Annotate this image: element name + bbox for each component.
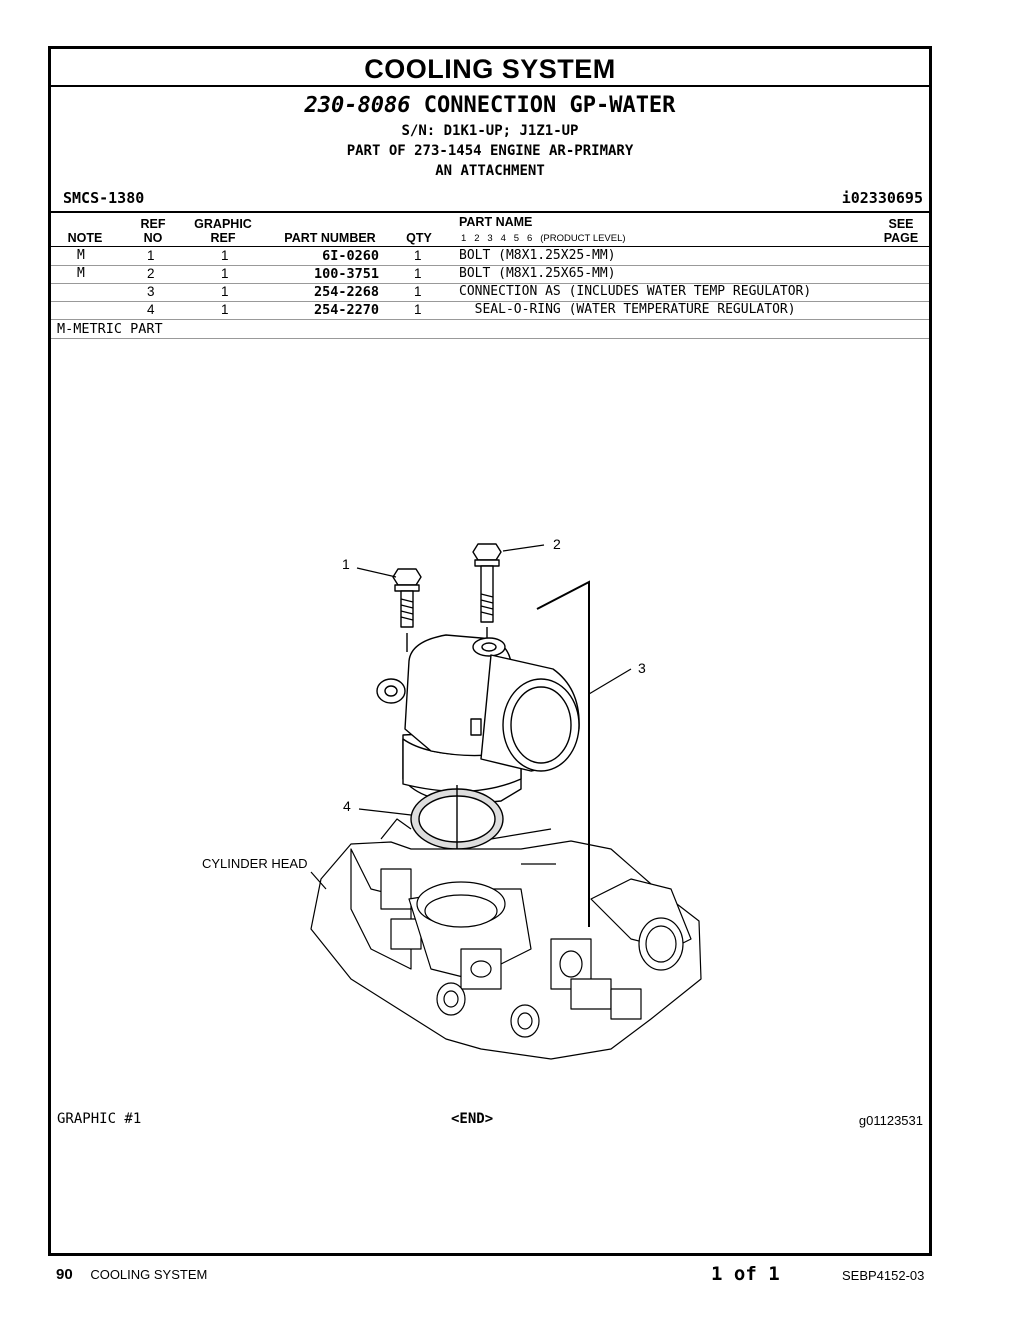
bolt-1 <box>392 568 422 652</box>
row-part-name: BOLT (M8X1.25X65-MM) <box>459 266 616 281</box>
row-ref-no: 3 <box>147 284 155 299</box>
end-label: <END> <box>451 1111 494 1127</box>
row-rule <box>51 283 929 284</box>
row-part-name: CONNECTION AS (INCLUDES WATER TEMP REGUL… <box>459 284 812 299</box>
row-graphic-ref: 1 <box>221 302 229 317</box>
footer-section: COOLING SYSTEM <box>90 1267 208 1282</box>
header-ref-1: REF <box>140 217 166 231</box>
cylinder-head-label: CYLINDER HEAD <box>202 856 307 871</box>
row-note: M <box>77 248 85 263</box>
callout-4: 4 <box>343 798 351 814</box>
attachment: AN ATTACHMENT <box>435 163 545 179</box>
section-title: COOLING SYSTEM <box>51 49 929 87</box>
exploded-view-diagram: 1 2 3 4 CYLINDER HEAD <box>202 536 702 1060</box>
header-see-2: PAGE <box>883 231 919 245</box>
footer-left: 90 COOLING SYSTEM <box>56 1266 207 1283</box>
serial-range: S/N: D1K1-UP; J1Z1-UP <box>401 123 579 139</box>
row-rule <box>51 301 929 302</box>
row-ref-no: 4 <box>147 302 155 317</box>
row-part-number: 254-2268 <box>313 284 379 300</box>
group-number: 230-8086 <box>304 93 411 118</box>
graphic-label: GRAPHIC #1 <box>57 1111 142 1127</box>
row-part-number: 254-2270 <box>313 302 379 318</box>
row-qty: 1 <box>414 266 422 281</box>
row-rule <box>51 319 929 320</box>
header-ref-2: NO <box>143 231 163 245</box>
row-note: M <box>77 266 85 281</box>
page-frame: COOLING SYSTEM 230-8086 CONNECTION GP-WA… <box>48 46 932 1256</box>
row-rule <box>51 265 929 266</box>
row-part-number: 100-3751 <box>313 266 379 282</box>
row-qty: 1 <box>414 302 422 317</box>
row-graphic-ref: 1 <box>221 266 229 281</box>
leader-cylinder-head <box>310 871 327 890</box>
row-ref-no: 1 <box>147 248 155 263</box>
callout-2: 2 <box>553 536 561 552</box>
row-graphic-ref: 1 <box>221 248 229 263</box>
footer-doc-id: SEBP4152-03 <box>842 1268 925 1283</box>
callout-3: 3 <box>638 660 646 676</box>
leader-3 <box>588 668 632 695</box>
metric-note: M-METRIC PART <box>57 321 163 337</box>
group-title: 230-8086 CONNECTION GP-WATER <box>51 93 929 118</box>
header-product-level: 1 2 3 4 5 6 (PRODUCT LEVEL) <box>461 233 626 244</box>
leader-1 <box>356 567 397 578</box>
table-top-rule <box>51 211 929 213</box>
footer-page-of: 1 of 1 <box>711 1263 780 1285</box>
leader-4 <box>358 808 412 816</box>
header-see-1: SEE <box>888 217 914 231</box>
note-rule <box>51 338 929 339</box>
callout-1: 1 <box>342 556 350 572</box>
row-part-number: 6I-0260 <box>322 248 379 264</box>
row-part-name: SEAL-O-RING (WATER TEMPERATURE REGULATOR… <box>459 302 796 317</box>
row-part-name: BOLT (M8X1.25X25-MM) <box>459 248 616 263</box>
illustration-id: i02330695 <box>841 189 923 207</box>
row-qty: 1 <box>414 284 422 299</box>
row-ref-no: 2 <box>147 266 155 281</box>
row-qty: 1 <box>414 248 422 263</box>
header-graphic-1: GRAPHIC <box>194 217 252 231</box>
part-of: PART OF 273-1454 ENGINE AR-PRIMARY <box>346 143 634 159</box>
header-qty: QTY <box>406 231 432 245</box>
header-part-name: PART NAME <box>459 215 533 229</box>
header-graphic-2: REF <box>210 231 236 245</box>
smcs-code: SMCS-1380 <box>63 189 145 207</box>
cylinder-head <box>310 818 702 1060</box>
water-connection <box>376 634 580 804</box>
header-part-number: PART NUMBER <box>284 231 376 245</box>
graphic-id: g01123531 <box>858 1113 923 1128</box>
header-bottom-rule <box>51 246 929 247</box>
leader-2 <box>502 544 545 552</box>
header-note: NOTE <box>67 231 103 245</box>
row-graphic-ref: 1 <box>221 284 229 299</box>
bolt-2 <box>472 543 502 639</box>
group-name: CONNECTION GP-WATER <box>423 93 676 118</box>
footer-page-number: 90 <box>56 1266 73 1283</box>
